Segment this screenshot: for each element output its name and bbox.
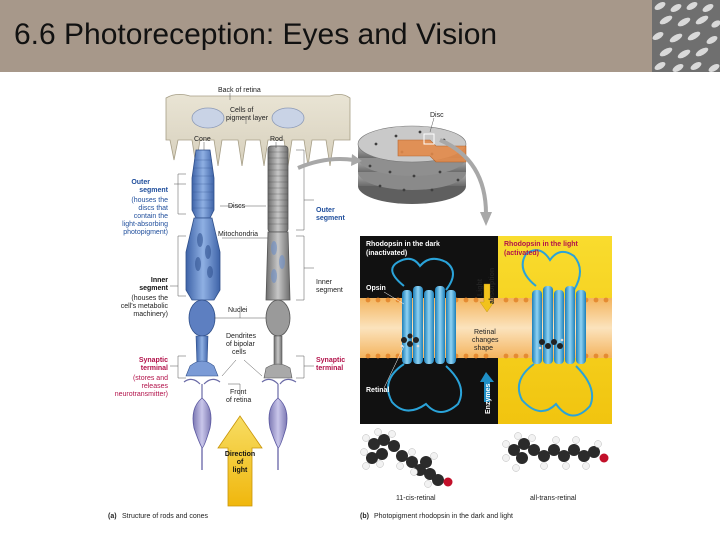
label-light-title-2: (activated) [504,250,539,257]
caption-a-letter: (a) [108,513,117,520]
pigment-nucleus-left [191,107,225,129]
cis-retinal-model [360,428,453,488]
decorative-corner-image [652,0,720,72]
caption-b-letter: (b) [360,513,369,520]
label-outer-note-2: discs that [138,205,168,212]
label-retinal-changes-2: changes [472,337,499,344]
label-synaptic-right-1: Synaptic [316,357,345,364]
light-absorption-arrow [479,283,495,313]
rhodopsin-light [518,249,594,417]
label-outer-note-3: contain the [134,213,168,220]
label-retinal-changes-3: shape [474,345,493,352]
label-direction-of-light-1: Direction [225,451,255,458]
arrow-rod-to-disc [297,157,355,170]
label-inner-note-2: cell's metabolic [121,303,169,310]
cone-cell [185,149,221,377]
pigment-layer [165,94,351,167]
label-dendrites-1: Dendrites [226,333,256,340]
trans-retinal-model [502,432,609,472]
panel-a: Back of retina Cells of pigment layer Co… [108,87,351,520]
label-dark-title-2: (inactivated) [366,250,407,257]
label-enzymes: Enzymes [485,384,492,414]
rhodopsin-dark [387,257,462,413]
pigment-nucleus-right [271,107,305,129]
label-front-of-retina-1: Front [230,389,246,396]
panel-b: Disc [297,112,612,520]
rod-nucleus [265,299,291,337]
label-disc: Disc [430,112,444,119]
direction-of-light-arrow [217,415,263,507]
label-inner-note-1: (houses the [131,295,168,302]
label-back-of-retina: Back of retina [218,87,261,94]
label-synaptic-left-2: terminal [141,365,168,372]
label-inner-segment-right-2: segment [316,287,343,294]
label-light-title-1: Rhodopsin in the light [504,241,579,248]
arrow-disc-to-panel [439,138,488,215]
rod-cell [263,145,293,379]
label-direction-of-light-2: of [237,459,244,466]
caption-a: Structure of rods and cones [122,513,208,520]
label-retinal: Retinal [366,387,389,394]
label-discs: Discs [228,203,246,210]
label-light-absorption-2: absorption [489,268,496,304]
enzymes-arrow [480,372,494,402]
cone-nucleus [188,299,216,337]
label-inner-segment-left-1: Inner [151,277,168,284]
label-direction-of-light-3: light [233,467,248,474]
label-outer-note-1: (houses the [131,197,168,204]
label-outer-segment-left-1: Outer [131,179,150,186]
disc-cutaway [397,139,467,163]
label-mitochondria: Mitochondria [218,231,258,238]
disc-stack [357,125,467,204]
label-opsin: Opsin [366,285,386,292]
label-dendrites-2: of bipolar [226,341,255,348]
label-light-absorption-1: Light [477,278,484,296]
bipolar-cell-right [268,397,288,449]
label-outer-segment-right-2: segment [316,215,345,222]
label-synaptic-right-2: terminal [316,365,343,372]
label-outer-note-4: light-absorbing [122,221,168,228]
label-front-of-retina-2: of retina [226,397,251,404]
label-outer-segment-left-2: segment [139,187,168,194]
label-cone: Cone [194,136,211,143]
label-outer-note-5: photopigment) [123,229,168,236]
label-inner-segment-left-2: segment [139,285,168,292]
photoreceptor-figure: Back of retina Cells of pigment layer Co… [108,87,612,520]
slide-title: 6.6 Photoreception: Eyes and Vision [14,18,498,51]
bipolar-cells [183,378,297,400]
disc-highlight-box [423,133,435,145]
label-synaptic-note-2: releases [142,383,169,390]
label-dark-title-1: Rhodopsin in the dark [366,241,440,248]
label-dendrites-3: cells [232,349,247,356]
label-retinal-changes-1: Retinal [474,329,496,336]
label-synaptic-note-1: (stores and [133,375,168,382]
label-synaptic-left-1: Synaptic [139,357,168,364]
label-pigment-layer-2: pigment layer [226,115,269,122]
label-rod: Rod [270,136,283,143]
label-pigment-layer-1: Cells of [230,107,253,114]
label-nuclei: Nuclei [228,307,248,314]
caption-b: Photopigment rhodopsin in the dark and l… [374,513,513,520]
title-bar [0,0,720,72]
label-cis-retinal: 11-cis-retinal [396,495,436,502]
label-trans-retinal: all-trans-retinal [530,495,577,502]
bipolar-cell-left [192,397,212,449]
label-outer-segment-right-1: Outer [316,207,335,214]
label-synaptic-note-3: neurotransmitter) [115,391,168,398]
label-inner-note-3: machinery) [133,311,168,318]
label-inner-segment-right-1: Inner [316,279,333,286]
